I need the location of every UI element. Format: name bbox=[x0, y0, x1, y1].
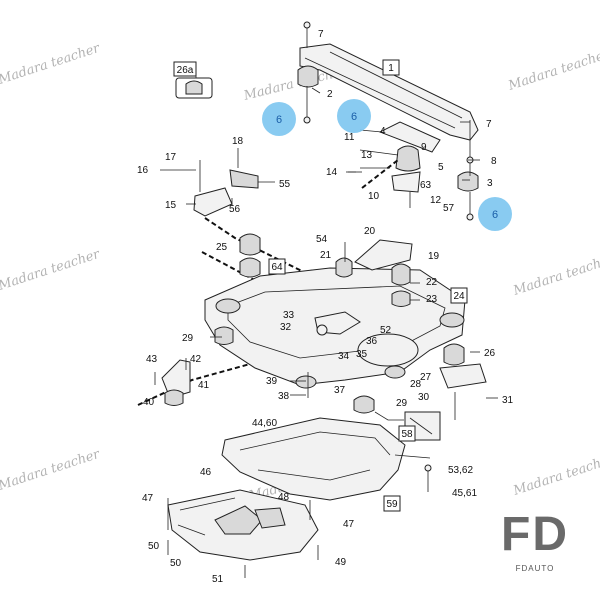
callout-9: 9 bbox=[421, 142, 427, 153]
highlight-marker bbox=[262, 102, 296, 136]
highlight-marker bbox=[478, 197, 512, 231]
callout-16: 16 bbox=[137, 165, 149, 176]
callout-8: 8 bbox=[491, 156, 497, 167]
callout-5: 5 bbox=[438, 162, 444, 173]
callout-52: 52 bbox=[380, 325, 392, 336]
callout-31: 31 bbox=[502, 395, 514, 406]
logo-mark: FD bbox=[501, 508, 569, 561]
watermark: Madara teacher bbox=[0, 447, 102, 494]
callout-3: 3 bbox=[487, 178, 493, 189]
lower-engine-shield bbox=[167, 489, 319, 578]
highlight-label-6: 6 bbox=[492, 209, 498, 221]
callout-28: 28 bbox=[410, 379, 422, 390]
highlighted-labels: 6 6 6 bbox=[262, 99, 512, 231]
callout-29: 29 bbox=[182, 333, 194, 344]
callout-7: 7 bbox=[318, 29, 324, 40]
callout-57: 57 bbox=[443, 203, 455, 214]
callout-56: 56 bbox=[229, 204, 241, 215]
callout-38: 38 bbox=[278, 391, 290, 402]
callout-45-61: 45,61 bbox=[452, 488, 477, 499]
callout-35: 35 bbox=[356, 349, 368, 360]
callout-23: 23 bbox=[426, 294, 438, 305]
highlight-label-6: 6 bbox=[351, 111, 357, 123]
callout-43: 43 bbox=[146, 354, 158, 365]
highlight-marker bbox=[337, 99, 371, 133]
highlight-label-6: 6 bbox=[276, 114, 282, 126]
callout-47: 47 bbox=[343, 519, 355, 530]
callout-14: 14 bbox=[326, 167, 338, 178]
callout-34: 34 bbox=[338, 351, 350, 362]
right-lower-mount bbox=[353, 343, 498, 441]
callout-15: 15 bbox=[165, 200, 177, 211]
callout-48: 48 bbox=[278, 492, 290, 503]
boxed-label-24: 24 bbox=[453, 291, 465, 302]
boxed-label-1: 1 bbox=[388, 63, 394, 74]
dashed-link bbox=[204, 217, 321, 281]
watermark: Madara teacher bbox=[506, 47, 600, 94]
callout-22: 22 bbox=[426, 277, 438, 288]
callout-63: 63 bbox=[420, 180, 432, 191]
upper-crossmember-assembly bbox=[297, 21, 479, 221]
callout-labels: 2 3 4 5 7 7 8 9 10 11 12 13 14 15 16 17 … bbox=[137, 29, 514, 585]
callout-54: 54 bbox=[316, 234, 328, 245]
callout-44-60: 44,60 bbox=[252, 418, 277, 429]
boxed-label-58: 58 bbox=[401, 429, 413, 440]
callout-39: 39 bbox=[266, 376, 278, 387]
callout-42: 42 bbox=[190, 354, 202, 365]
rubber-mounts bbox=[239, 233, 261, 278]
callout-12: 12 bbox=[430, 195, 442, 206]
watermark: Madara teacher bbox=[511, 252, 600, 299]
left-bracket-assembly bbox=[160, 148, 275, 217]
fdauto-logo: FD FDAUTO bbox=[500, 506, 570, 578]
callout-49: 49 bbox=[335, 557, 347, 568]
boxed-label-26a: 26a bbox=[177, 65, 194, 76]
callout-37: 37 bbox=[334, 385, 346, 396]
watermark: Madara teacher bbox=[511, 452, 600, 499]
left-lower-mount bbox=[154, 326, 234, 406]
callout-33: 33 bbox=[283, 310, 295, 321]
callout-20: 20 bbox=[364, 226, 376, 237]
watermark: Madara teacher bbox=[0, 247, 102, 294]
boxed-labels: 1 24 26a 58 59 64 bbox=[173, 59, 468, 512]
dashed-link bbox=[201, 251, 263, 285]
callout-47: 47 bbox=[142, 493, 154, 504]
callout-26: 26 bbox=[484, 348, 496, 359]
callout-53-62: 53,62 bbox=[448, 465, 473, 476]
boxed-label-64: 64 bbox=[271, 262, 283, 273]
watermark: Madara teacher bbox=[0, 41, 102, 88]
callout-40: 40 bbox=[143, 397, 155, 408]
callout-11: 11 bbox=[344, 132, 355, 143]
callout-50: 50 bbox=[148, 541, 160, 552]
callout-21: 21 bbox=[320, 250, 332, 261]
callout-25: 25 bbox=[216, 242, 228, 253]
callout-7: 7 bbox=[486, 119, 492, 130]
splash-shield bbox=[221, 417, 432, 501]
callout-27: 27 bbox=[420, 372, 432, 383]
leader-lines bbox=[195, 75, 480, 396]
callout-30: 30 bbox=[418, 392, 430, 403]
callout-18: 18 bbox=[232, 136, 244, 147]
callout-51: 51 bbox=[212, 574, 224, 585]
callout-10: 10 bbox=[368, 191, 380, 202]
callout-17: 17 bbox=[165, 152, 177, 163]
callout-2: 2 bbox=[327, 89, 333, 100]
callout-41: 41 bbox=[198, 380, 210, 391]
callout-36: 36 bbox=[366, 336, 378, 347]
logo-caption: FDAUTO bbox=[515, 564, 555, 573]
callout-19: 19 bbox=[428, 251, 440, 262]
callout-4: 4 bbox=[380, 126, 386, 137]
callout-55: 55 bbox=[279, 179, 291, 190]
front-subframe bbox=[204, 239, 466, 398]
boxed-label-59: 59 bbox=[386, 499, 398, 510]
callout-29: 29 bbox=[396, 398, 408, 409]
callout-46: 46 bbox=[200, 467, 212, 478]
callout-50: 50 bbox=[170, 558, 182, 569]
callout-13: 13 bbox=[361, 150, 373, 161]
callout-32: 32 bbox=[280, 322, 292, 333]
